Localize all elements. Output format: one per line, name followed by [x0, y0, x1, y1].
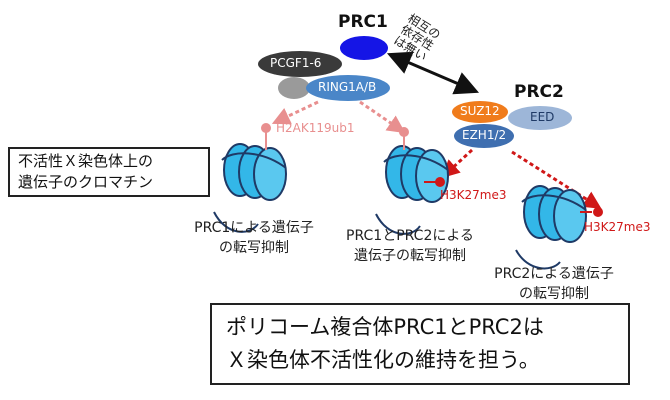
- eed-subunit: [508, 106, 572, 130]
- ring-label: RING1A/B: [318, 80, 377, 94]
- caption-prc2-only-line1: PRC2による遺伝子: [494, 266, 614, 282]
- h3k-mark-dot-1: [435, 177, 445, 187]
- inactive-x-box: 不活性Ｘ染色体上の 遺伝子のクロマチン: [8, 147, 210, 197]
- prc2-title: PRC2: [514, 82, 564, 102]
- ezh-subunit: [454, 124, 514, 148]
- suz12-subunit: [452, 101, 508, 123]
- h2a-mark-dot-1: [261, 123, 271, 133]
- prc1-arrow-right: [359, 100, 406, 134]
- prc2-arrow-left: [441, 148, 474, 179]
- prc1-grey-subunit: [278, 77, 310, 99]
- h3k-mark-label-a: H3K27me3: [440, 188, 507, 202]
- inactive-x-line1: 不活性Ｘ染色体上の: [18, 152, 154, 170]
- h3k-mark-dot-2: [593, 207, 603, 217]
- prc1-blue-subunit: [340, 36, 388, 60]
- suz12-label: SUZ12: [460, 104, 500, 118]
- caption-prc1-only-line1: PRC1による遺伝子: [194, 220, 314, 236]
- caption-prc2-only-line2: の転写抑制: [519, 286, 589, 302]
- prc1-arrow-left: [271, 100, 319, 125]
- caption-prc2-only: PRC2による遺伝子 の転写抑制: [476, 264, 632, 304]
- caption-both: PRC1とPRC2による 遺伝子の転写抑制: [330, 226, 490, 266]
- nucleosome-both: [375, 145, 449, 235]
- caption-both-line1: PRC1とPRC2による: [346, 228, 474, 244]
- ring-subunit: [306, 75, 390, 101]
- h3k-mark-label-b: H3K27me3: [584, 220, 651, 234]
- caption-prc1-only-line2: の転写抑制: [219, 240, 289, 256]
- pcgf-subunit: [258, 51, 342, 77]
- caption-prc1-only: PRC1による遺伝子 の転写抑制: [178, 218, 330, 258]
- nucleosome-prc2: [515, 185, 587, 270]
- h2a-mark-dot-2: [399, 127, 409, 137]
- interdependence-arrow: [386, 51, 480, 95]
- pcgf-label: PCGF1-6: [270, 56, 322, 70]
- h2a-mark-label: H2AK119ub1: [276, 121, 355, 135]
- prc1-title: PRC1: [338, 12, 388, 32]
- nucleosome-prc1: [213, 143, 287, 233]
- inactive-x-line2: 遺伝子のクロマチン: [18, 173, 154, 191]
- conclusion-box: ポリコーム複合体PRC1とPRC2は Ｘ染色体不活性化の維持を担う。: [210, 303, 630, 385]
- caption-both-line2: 遺伝子の転写抑制: [354, 248, 466, 264]
- conclusion-line2: Ｘ染色体不活性化の維持を担う。: [226, 348, 540, 372]
- conclusion-line1: ポリコーム複合体PRC1とPRC2は: [226, 315, 544, 339]
- ezh-label: EZH1/2: [462, 128, 507, 142]
- eed-label: EED: [530, 110, 555, 124]
